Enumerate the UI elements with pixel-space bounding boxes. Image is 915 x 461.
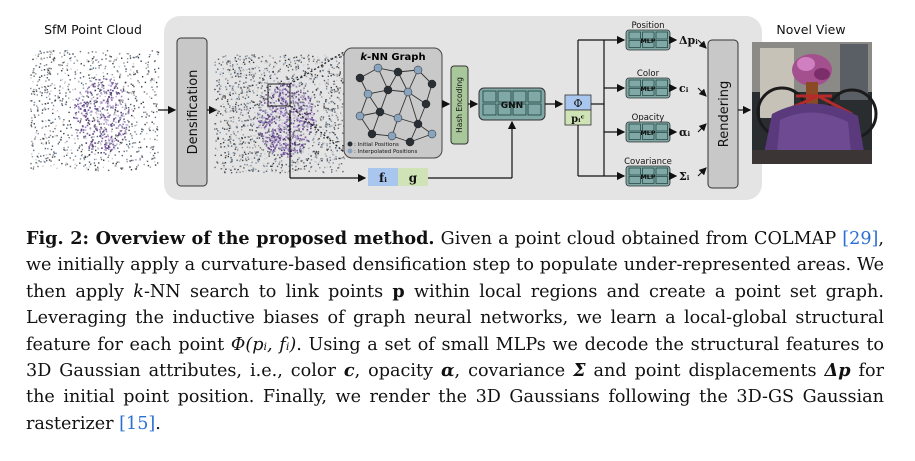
head-title: Color [637, 69, 660, 79]
rendering-label: Rendering [717, 81, 732, 147]
densification-label: Densification [186, 70, 201, 155]
f-box [368, 168, 398, 186]
knn-graph-title: k-NN Graph [360, 52, 425, 63]
mlp-label: MLP [640, 129, 656, 137]
caption-text: -NN search to link points [143, 281, 393, 302]
densified-point-cloud-image [214, 54, 346, 174]
caption-math: Φ(pᵢ, fᵢ) [230, 334, 297, 355]
g-label: g [409, 171, 418, 185]
g-box [398, 168, 428, 186]
caption-text: , opacity [354, 361, 441, 382]
mlp-label: MLP [640, 85, 656, 93]
hash-encoding-block [450, 65, 469, 145]
caption-text: . Using a set of small MLPs we decode th… [26, 334, 884, 382]
citation-15[interactable]: [15] [119, 413, 156, 434]
caption-fig-label: Fig. 2: Overview of the proposed method. [26, 228, 435, 249]
mlp-label: MLP [640, 37, 656, 45]
sfm-label: SfM Point Cloud [44, 22, 142, 37]
method-overview-figure: SfM Point Cloud Densification k-NN Graph… [30, 16, 878, 200]
pi-label: pᵢᶜ [571, 114, 585, 125]
caption-text: for the initial point position. Finally,… [26, 361, 884, 434]
caption-math: Σ [573, 360, 586, 382]
mlp-label: MLP [640, 173, 656, 181]
head-title: Covariance [624, 157, 672, 167]
novel-view-image [752, 42, 878, 164]
caption-text: and point displacements [585, 361, 825, 382]
f-label: fᵢ [379, 171, 387, 185]
head-output: Σᵢ [679, 170, 690, 183]
rendering-block [707, 39, 739, 189]
legend-initial: : Initial Positions [354, 142, 399, 148]
legend-interpolated: : Interpolated Positions [354, 149, 417, 155]
phi-label: Φ [573, 97, 582, 110]
knn-graph [355, 63, 437, 147]
caption-text: Given a point cloud obtained from COLMAP [434, 229, 843, 249]
densification-block [176, 37, 208, 187]
caption-math: c [343, 360, 355, 382]
gnn-label: GNN [501, 101, 523, 111]
caption-math: p [392, 280, 405, 302]
head-output: cᵢ [679, 82, 689, 95]
novel-view-label: Novel View [776, 22, 845, 37]
caption-math: α [440, 360, 455, 382]
caption-text: , we initially apply a curvature-based d… [26, 229, 885, 302]
zoom-box [267, 83, 291, 107]
caption-math: k [133, 281, 144, 302]
head-output: Δpᵢ [679, 34, 698, 47]
head-title: Position [631, 21, 664, 31]
sfm-point-cloud-image [30, 50, 160, 172]
citation-29[interactable]: [29] [842, 229, 879, 249]
caption-text: . [155, 413, 161, 434]
hash-encoding-label: Hash Encoding [455, 77, 464, 133]
caption-math: Δp [824, 360, 851, 382]
caption-text: , covariance [454, 361, 574, 382]
caption-text: within local regions and create a point … [26, 281, 884, 355]
head-output: αᵢ [679, 126, 690, 139]
head-title: Opacity [632, 113, 665, 123]
figure-caption: Fig. 2: Overview of the proposed method.… [26, 226, 884, 437]
